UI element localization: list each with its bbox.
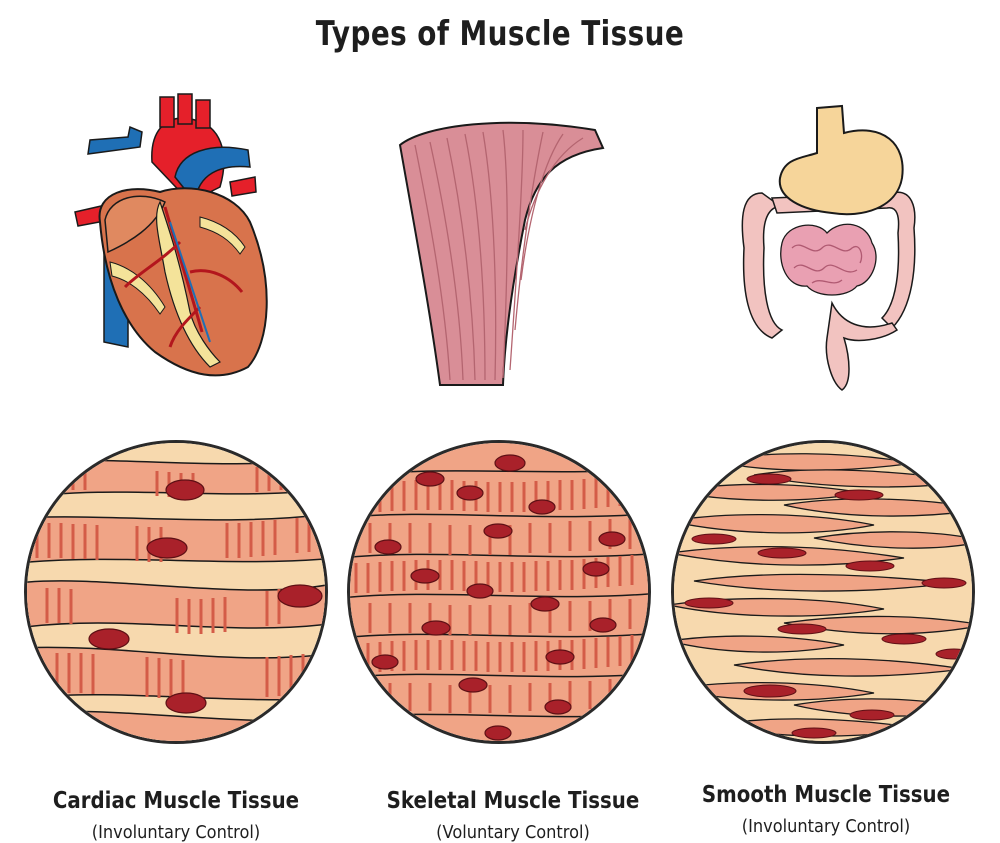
skeletal-muscle-icon — [385, 110, 615, 399]
tissue-name: Cardiac Muscle Tissue — [38, 788, 313, 814]
smooth-tissue-micrograph — [671, 440, 975, 744]
skeletal-label: Skeletal Muscle Tissue (Voluntary Contro… — [353, 788, 673, 843]
cardiac-tissue-micrograph — [24, 440, 328, 744]
digestive-organs-icon — [732, 98, 922, 402]
smooth-label: Smooth Muscle Tissue (Involuntary Contro… — [666, 782, 986, 837]
tissue-control: (Involuntary Control) — [682, 816, 970, 837]
heart-icon — [70, 92, 270, 386]
skeletal-tissue-micrograph — [347, 440, 651, 744]
cardiac-label: Cardiac Muscle Tissue (Involuntary Contr… — [16, 788, 336, 843]
tissue-name: Skeletal Muscle Tissue — [375, 788, 650, 814]
tissue-name: Smooth Muscle Tissue — [688, 782, 963, 808]
tissue-control: (Involuntary Control) — [32, 822, 320, 843]
tissue-control: (Voluntary Control) — [369, 822, 657, 843]
page-title: Types of Muscle Tissue — [90, 14, 910, 54]
